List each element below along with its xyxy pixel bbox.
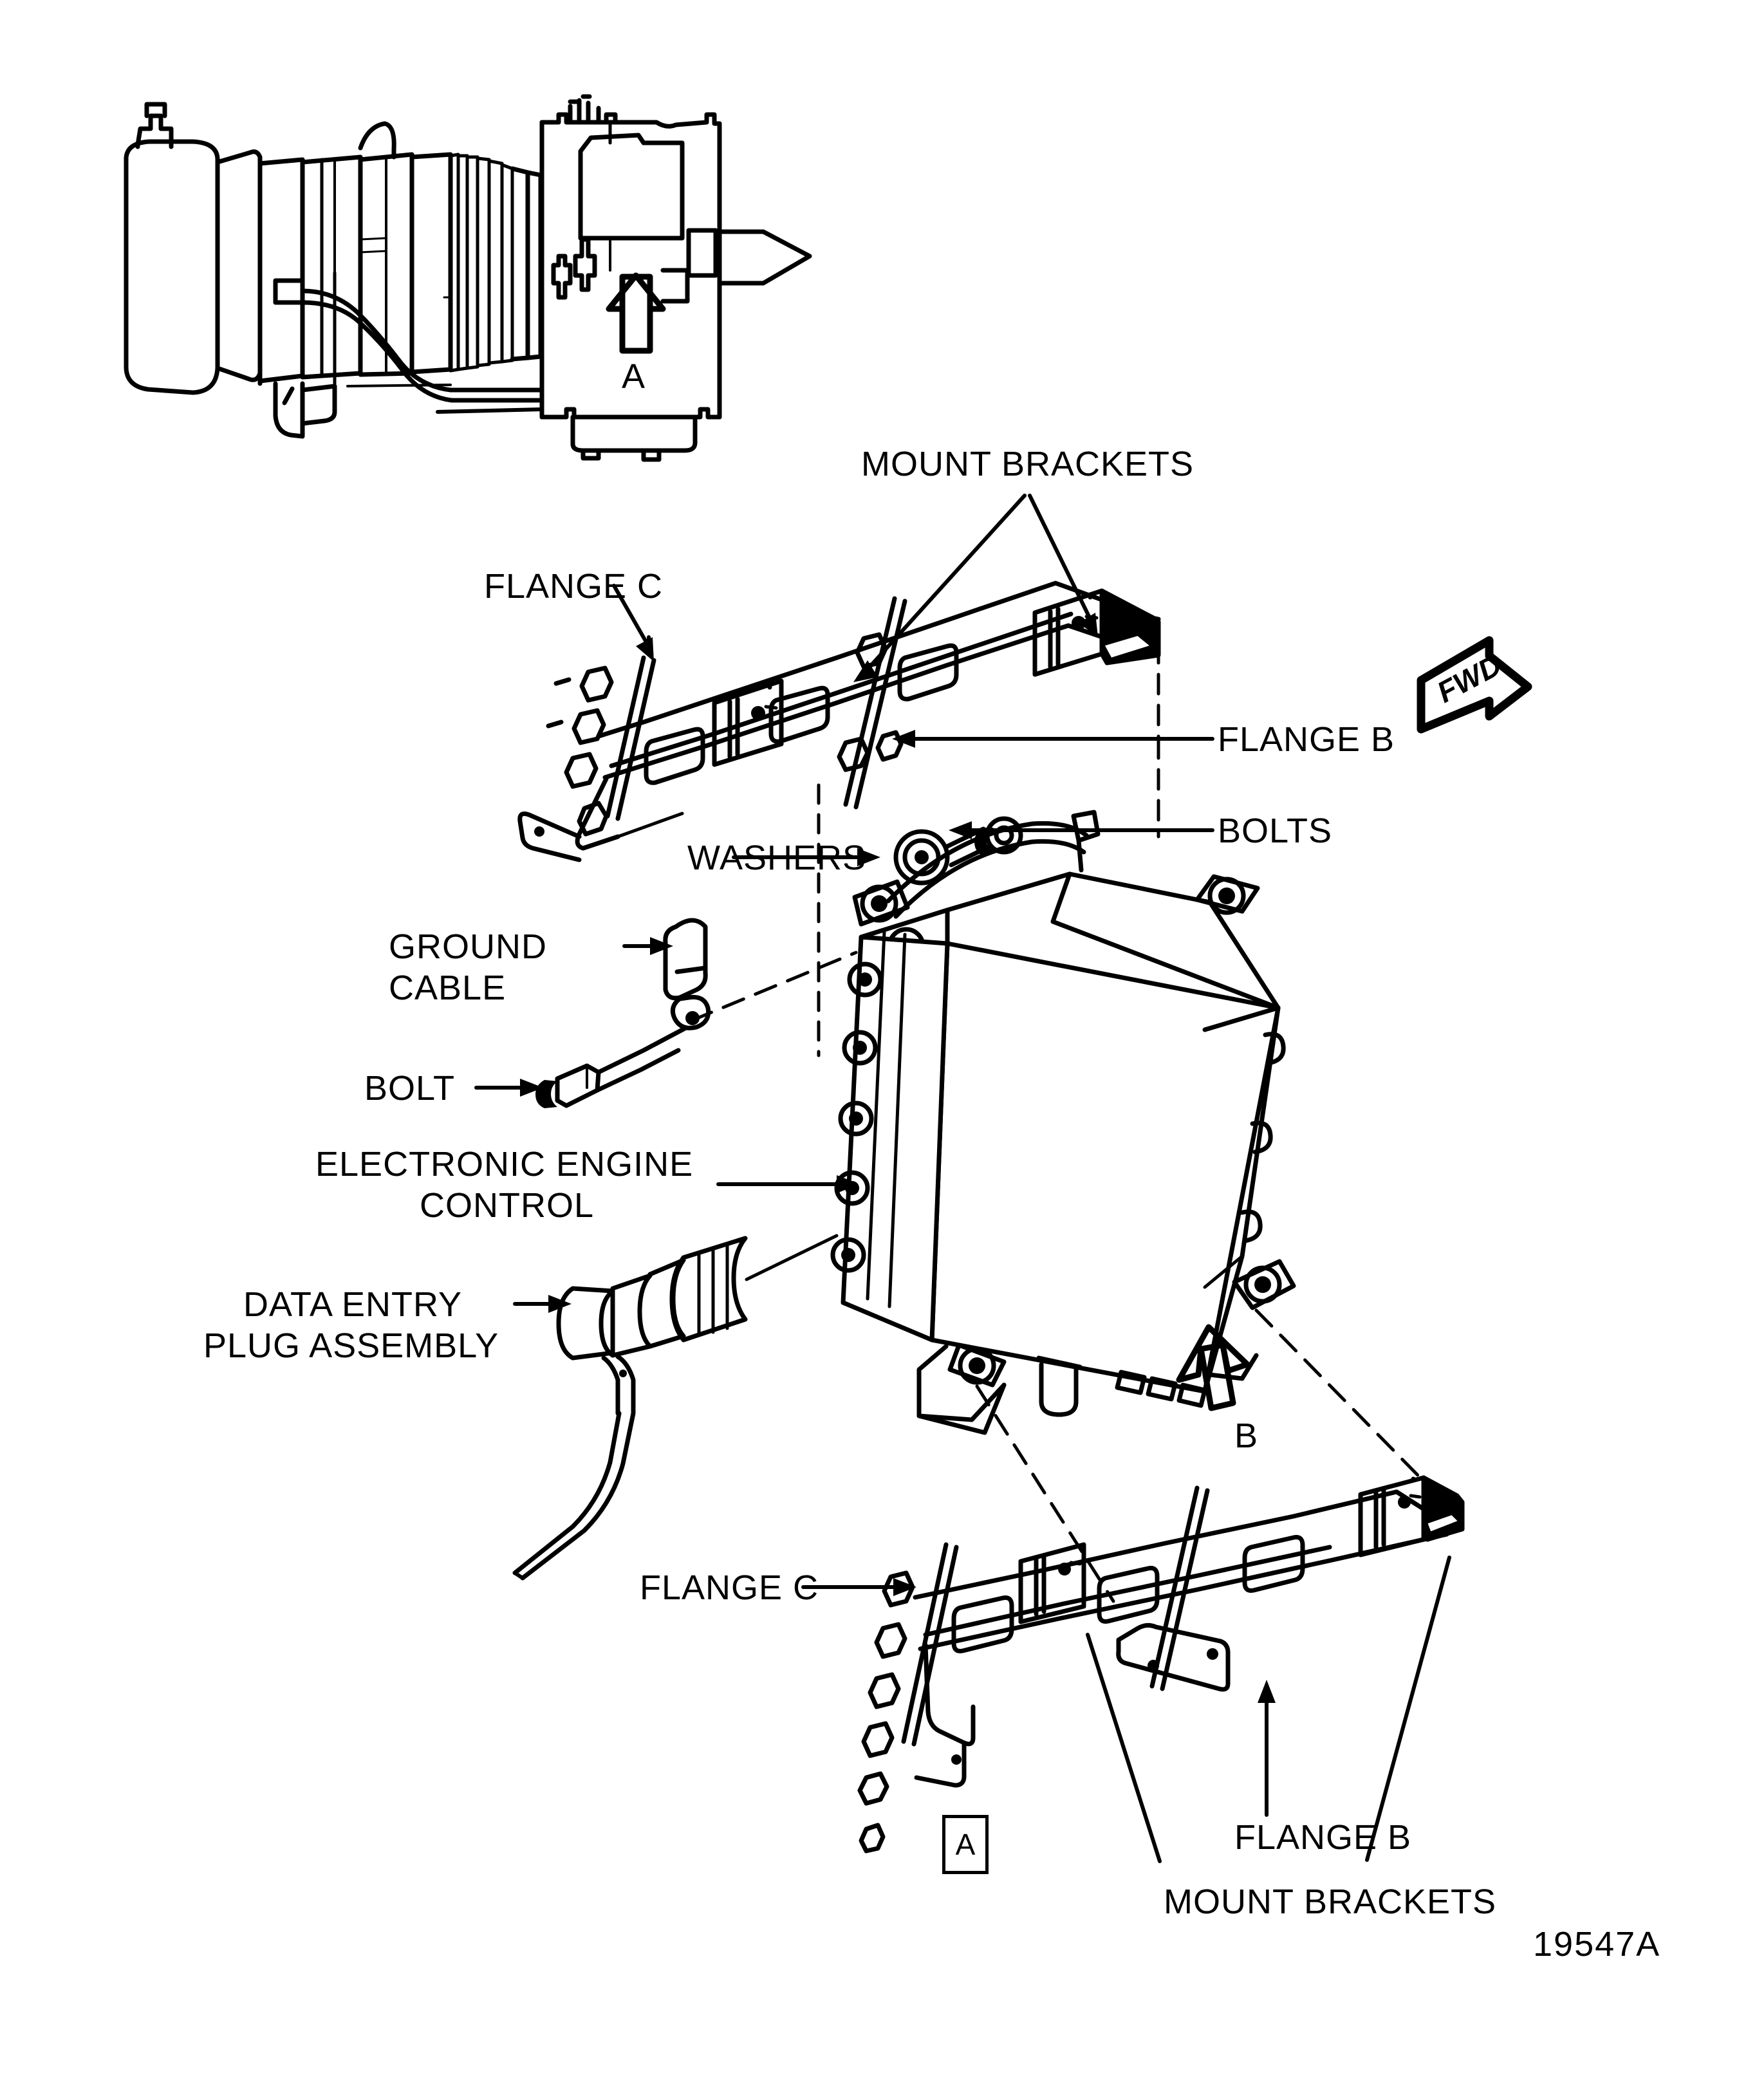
label-ground-cable-line2: CABLE: [389, 969, 507, 1007]
detail-view-box-a: A: [942, 1815, 989, 1874]
section-letter-b: B: [1234, 1417, 1259, 1455]
label-bolt: BOLT: [364, 1069, 456, 1108]
section-letter-a-key: A: [622, 357, 646, 396]
leader-lines-lower: [689, 951, 1451, 1863]
label-washers: WASHERS: [687, 839, 867, 877]
lower-mount-rail: [857, 1475, 1465, 1854]
label-mount-brackets-bottom: MOUNT BRACKETS: [1164, 1882, 1497, 1921]
figure-number: 19547A: [1533, 1925, 1661, 1964]
data-entry-plug: [512, 1234, 839, 1581]
label-flange-c-bottom: FLANGE C: [640, 1568, 819, 1607]
label-eec-line1: ELECTRONIC ENGINE: [315, 1145, 694, 1184]
label-bolts: BOLTS: [1218, 812, 1333, 850]
label-flange-b-top: FLANGE B: [1218, 720, 1395, 759]
label-data-entry-line2: PLUG ASSEMBLY: [203, 1326, 499, 1365]
engine-key-view: [124, 94, 812, 462]
label-eec-line2: CONTROL: [420, 1186, 595, 1225]
label-data-entry-line1: DATA ENTRY: [243, 1285, 463, 1324]
fwd-arrow-flag: FWD: [1407, 634, 1600, 750]
label-ground-cable-line1: GROUND: [389, 927, 547, 966]
eec-box: [830, 810, 1296, 1435]
label-flange-b-bottom: FLANGE B: [1234, 1818, 1412, 1857]
upper-mount-rail: [517, 581, 1161, 862]
label-mount-brackets-top: MOUNT BRACKETS: [861, 445, 1195, 483]
label-flange-c-top: FLANGE C: [484, 567, 664, 606]
